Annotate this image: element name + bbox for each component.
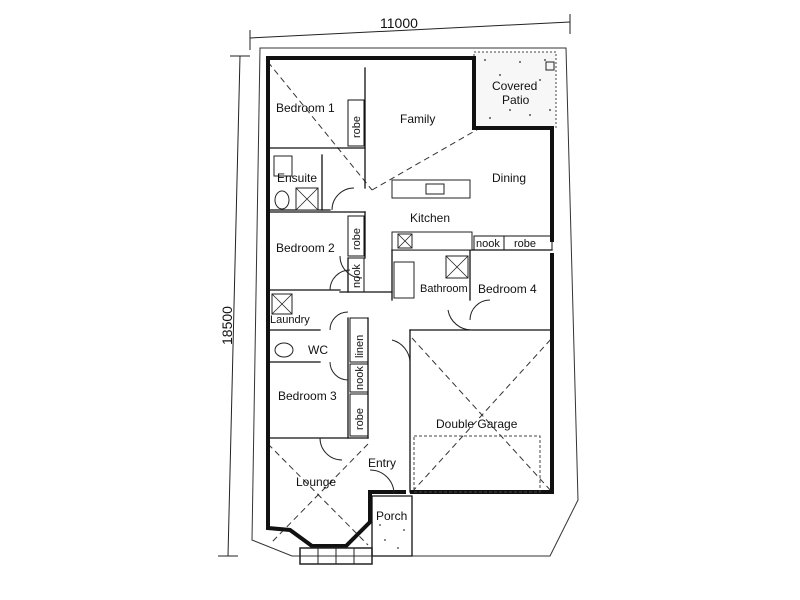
robe-bedroom-4-box — [503, 235, 553, 251]
label-double-garage: Double Garage — [436, 417, 518, 431]
nook-bedroom-3-box — [349, 363, 369, 393]
robe-bedroom-3-box — [349, 393, 369, 437]
label-ensuite: Ensuite — [277, 171, 317, 185]
patio-speckle — [484, 59, 551, 119]
roof-lines — [267, 61, 557, 546]
label-robe-bedroom-4: robe — [514, 238, 536, 250]
label-patio: Patio — [502, 93, 530, 107]
bathroom-bath — [393, 261, 415, 299]
robe-bedroom-2-box — [347, 215, 365, 257]
external-walls — [266, 56, 554, 548]
label-kitchen: Kitchen — [410, 211, 450, 225]
label-entry: Entry — [368, 456, 396, 470]
label-bathroom: Bathroom — [420, 283, 468, 295]
label-laundry: Laundry — [270, 314, 310, 326]
label-robe-bedroom-2: robe — [351, 228, 363, 250]
label-covered: Covered — [492, 79, 537, 93]
label-family: Family — [400, 112, 435, 126]
kitchen-sink — [425, 183, 445, 195]
label-porch: Porch — [376, 509, 407, 523]
nook-bedroom-2-box — [347, 257, 365, 293]
linen-box — [349, 317, 369, 363]
label-nook-bedroom-2: nook — [351, 264, 363, 288]
patio-post — [545, 61, 555, 71]
label-bedroom-1: Bedroom 1 — [276, 101, 335, 115]
label-nook-bedroom-3: nook — [354, 366, 366, 390]
label-bedroom-4: Bedroom 4 — [478, 282, 537, 296]
depth-dimension: 18500 — [219, 306, 235, 345]
ensuite-toilet — [274, 190, 290, 210]
covered-patio-area — [473, 51, 557, 129]
label-lounge: Lounge — [296, 475, 336, 489]
label-nook-kitchen: nook — [476, 238, 500, 250]
label-robe-bedroom-1: robe — [351, 116, 363, 138]
dimension-lines — [218, 14, 571, 557]
door-swings — [319, 187, 491, 495]
robe-bedroom-1-box — [347, 99, 365, 147]
porch-hatch — [379, 524, 405, 549]
label-robe-bedroom-3: robe — [354, 408, 366, 430]
site-boundary — [251, 47, 579, 557]
porch-outline — [371, 495, 413, 557]
label-bedroom-3: Bedroom 3 — [278, 389, 337, 403]
width-dimension: 11000 — [380, 15, 418, 31]
label-wc: WC — [308, 343, 328, 357]
garage-door — [413, 435, 541, 493]
label-dining: Dining — [492, 171, 526, 185]
ensuite-vanity — [273, 155, 293, 177]
label-linen: linen — [354, 335, 366, 358]
label-bedroom-2: Bedroom 2 — [276, 241, 335, 255]
wc-toilet — [274, 342, 294, 358]
